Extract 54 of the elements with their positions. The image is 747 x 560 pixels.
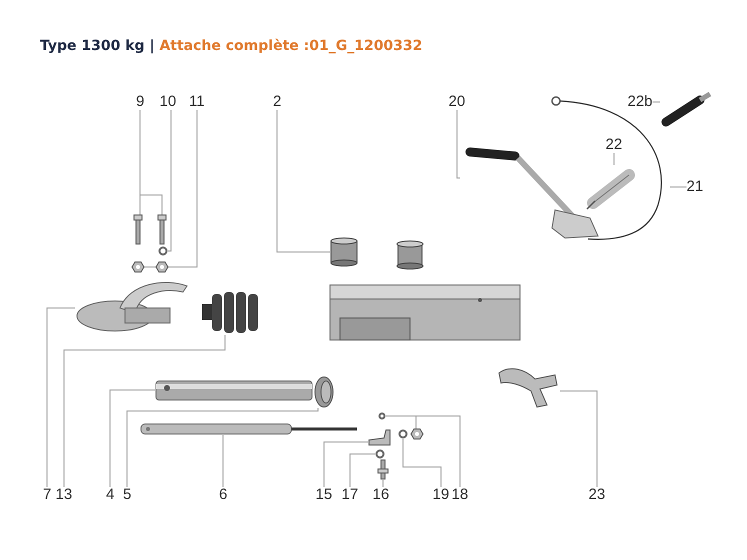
leader-line — [126, 408, 318, 488]
callout-number: 7 — [43, 487, 52, 503]
callout-number: 15 — [316, 487, 332, 503]
leader-line — [222, 434, 224, 488]
callout-number: 11 — [189, 94, 205, 110]
nut-drawing — [156, 262, 168, 272]
washer-drawing — [158, 246, 168, 256]
leader-line — [64, 334, 226, 488]
callout-number: 2 — [273, 94, 282, 110]
callout-number: 23 — [588, 487, 606, 503]
page-title: Type 1300 kg | Attache complète :01_G_1200332 — [40, 38, 422, 54]
rod-drawing — [140, 423, 358, 435]
callout-number: 20 — [448, 94, 466, 110]
callout-number: 16 — [372, 487, 390, 503]
tube-drawing — [155, 378, 313, 403]
bellows-drawing — [200, 290, 260, 335]
leader-line — [140, 110, 162, 216]
bracket-drawing — [368, 430, 392, 446]
callout-number: 10 — [160, 94, 176, 110]
callout-number: 18 — [452, 487, 468, 503]
callout-number: 21 — [686, 179, 704, 195]
leader-line — [46, 308, 76, 488]
gas-spring-drawing — [660, 90, 714, 128]
leader-line — [560, 390, 598, 488]
washer-drawing — [375, 449, 385, 459]
nut-drawing — [132, 262, 144, 272]
washer-drawing — [398, 429, 408, 439]
leader-line — [456, 110, 460, 178]
leader-line — [168, 110, 198, 268]
callout-number: 9 — [136, 94, 144, 110]
callout-number: 17 — [342, 487, 358, 503]
collar-drawing — [313, 376, 335, 408]
ring-drawing — [378, 412, 386, 420]
callout-number: 19 — [432, 487, 450, 503]
leader-line — [350, 454, 376, 488]
nut-drawing — [411, 429, 421, 439]
leader-line — [276, 110, 330, 252]
callout-number: 22 — [606, 137, 622, 153]
callout-number: 6 — [219, 487, 228, 503]
leader-line — [670, 186, 687, 188]
callout-number: 13 — [56, 487, 72, 503]
bolt-drawing — [157, 215, 167, 245]
bolt-drawing — [377, 460, 389, 480]
bushing-drawing — [330, 237, 358, 267]
callout-number: 4 — [106, 487, 114, 503]
bolt-drawing — [133, 215, 143, 245]
leader-line — [110, 390, 156, 488]
callout-number: 22b — [628, 94, 653, 110]
leader-line — [402, 438, 442, 488]
leader-line — [324, 442, 368, 488]
leader-line — [416, 416, 460, 488]
leader-line — [168, 110, 172, 252]
leader-line — [382, 480, 384, 488]
callout-number: 5 — [123, 487, 132, 503]
